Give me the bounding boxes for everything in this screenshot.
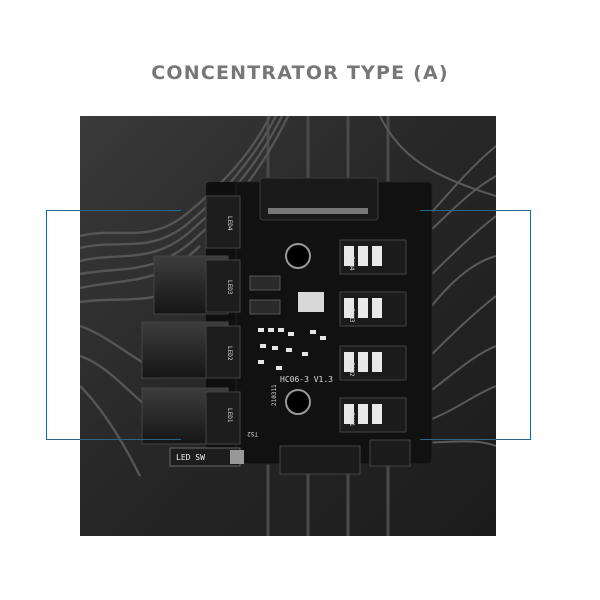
page-title: CONCENTRATOR TYPE (A) <box>151 62 449 84</box>
board-model-label: HC06-3 V1.3 <box>280 375 333 384</box>
fan4-label: FAN4 <box>348 256 355 271</box>
fan1-label: FAN1 <box>348 412 355 427</box>
fan-connectors <box>339 239 407 433</box>
pcb-components <box>169 243 411 475</box>
right-highlight-bracket <box>420 210 531 440</box>
left-connectors <box>141 195 241 445</box>
led4-label: LED4 <box>226 216 233 231</box>
fan3-label: FAN3 <box>348 308 355 323</box>
fan2-label: FAN2 <box>348 362 355 377</box>
led1-label: LED1 <box>226 408 233 423</box>
led2-label: LED2 <box>226 346 233 361</box>
led-switch-label: LED SW <box>176 453 205 462</box>
left-highlight-bracket <box>46 210 181 440</box>
board-date-code: 210311 <box>271 384 278 406</box>
concentrator-photo: FAN4 FAN3 FAN2 FAN1 LED4 LED3 LED2 LED1 … <box>80 116 496 536</box>
sata-pins <box>268 208 368 214</box>
ts2-label: TS2 <box>247 430 258 437</box>
led3-label: LED3 <box>226 280 233 295</box>
